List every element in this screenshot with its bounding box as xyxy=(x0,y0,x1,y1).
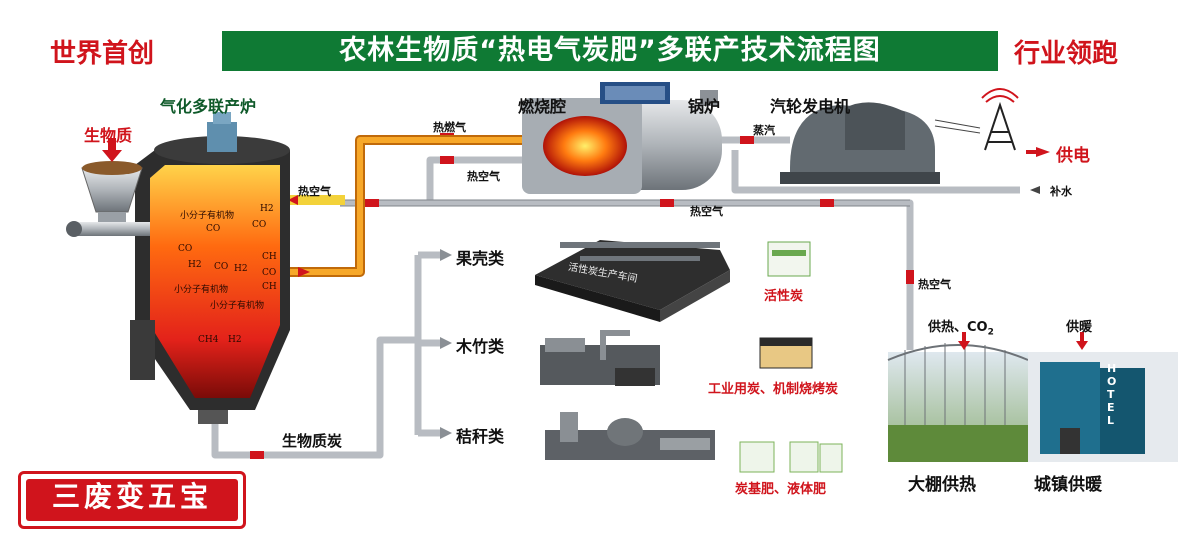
hot-gas-label: 热燃气 xyxy=(433,121,466,134)
product-fertilizer: 炭基肥、液体肥 xyxy=(735,482,827,497)
gas-label: H2 xyxy=(188,260,202,270)
water-label: 补水 xyxy=(1050,185,1072,198)
product-industrial: 工业用炭、机制烧烤炭 xyxy=(708,382,839,397)
slogan-badge-text: 三废变五宝 xyxy=(26,479,238,521)
slogan-badge: 三废变五宝 xyxy=(18,471,246,529)
power-tower xyxy=(981,88,1019,151)
turbine-label: 汽轮发电机 xyxy=(770,97,851,116)
wood-machine xyxy=(540,330,660,386)
hot-air-in-label: 热空气 xyxy=(298,185,331,198)
greenhouse-label: 大棚供热 xyxy=(908,475,976,495)
power-lines xyxy=(934,119,981,134)
hot-air-boiler-pipe xyxy=(426,156,530,200)
gas-label: H2 xyxy=(260,204,274,214)
gas-label: 小分子有机物 xyxy=(180,211,235,221)
branch-wood: 木竹类 xyxy=(456,337,505,356)
gas-label: CH xyxy=(262,282,277,292)
hot-air-label-3: 热空气 xyxy=(918,278,951,291)
greenhouse-supply-sub: 2 xyxy=(987,327,994,338)
town-supply-label: 供暖 xyxy=(1066,320,1093,335)
branch-shell: 果壳类 xyxy=(456,249,505,268)
heat-arrows xyxy=(958,332,1088,350)
water-pipe xyxy=(731,150,1020,194)
gas-label: 小分子有机物 xyxy=(210,301,265,311)
feed-arrow xyxy=(102,138,122,162)
power-arrow xyxy=(1036,147,1050,157)
branch-arms xyxy=(418,251,440,437)
industrial-carbon-boxes xyxy=(759,337,813,369)
gas-label: H2 xyxy=(228,335,242,345)
power-out-label: 供电 xyxy=(1056,146,1090,166)
gas-label: 小分子有机物 xyxy=(174,285,229,295)
hot-gas-pipe xyxy=(290,135,530,277)
town-label: 城镇供暖 xyxy=(1034,475,1102,495)
furnace-title: 气化多联产炉 xyxy=(160,97,257,116)
gas-label: H2 xyxy=(234,264,248,274)
boiler-label: 锅炉 xyxy=(688,97,721,116)
straw-machine xyxy=(545,412,715,460)
activated-carbon-boxes xyxy=(767,241,811,277)
hot-air-label-2: 热空气 xyxy=(690,205,723,218)
greenhouse xyxy=(887,343,1029,462)
water-arrow xyxy=(1030,186,1040,194)
gas-label: CH4 xyxy=(198,335,219,345)
biochar-label: 生物质炭 xyxy=(282,432,343,450)
boiler-unit xyxy=(522,82,722,194)
gas-label: CO xyxy=(206,224,221,234)
combustion-label: 燃烧腔 xyxy=(518,97,567,116)
steam-label: 蒸汽 xyxy=(753,124,775,137)
left-slogan: 世界首创 xyxy=(50,39,155,69)
gas-label: CO xyxy=(262,268,277,278)
turbine-unit xyxy=(780,102,940,184)
gas-label: CO xyxy=(178,244,193,254)
fertilizer-bags xyxy=(739,441,843,473)
greenhouse-supply-label: 供热、CO2 xyxy=(928,316,994,338)
gas-label: CO xyxy=(252,220,267,230)
gas-label: CO xyxy=(214,262,229,272)
gas-cloud: 小分子有机物 H2 CO CO CO H2 CO H2 CH CO 小分子有机物… xyxy=(170,190,280,350)
activated-carbon-factory xyxy=(535,240,730,322)
right-slogan: 行业领跑 xyxy=(1014,39,1119,69)
hot-air-label-1: 热空气 xyxy=(467,170,500,183)
greenhouse-supply-text: 供热、CO xyxy=(928,320,988,335)
branch-arrows xyxy=(440,249,452,439)
hot-air-main-pipe xyxy=(340,199,914,350)
branch-straw: 秸秆类 xyxy=(456,427,505,446)
gasifier-furnace xyxy=(66,112,290,424)
hotel-building xyxy=(1028,352,1178,462)
product-activated: 活性炭 xyxy=(764,289,804,304)
char-pipe-lower xyxy=(211,336,418,459)
gas-label: CH xyxy=(262,252,277,262)
page-title: 农林生物质“热电气炭肥”多联产技术流程图 xyxy=(222,31,998,71)
feed-label: 生物质 xyxy=(84,126,133,145)
hotel-sign: HOTEL xyxy=(1107,362,1117,427)
grey-pipes xyxy=(211,136,1020,459)
